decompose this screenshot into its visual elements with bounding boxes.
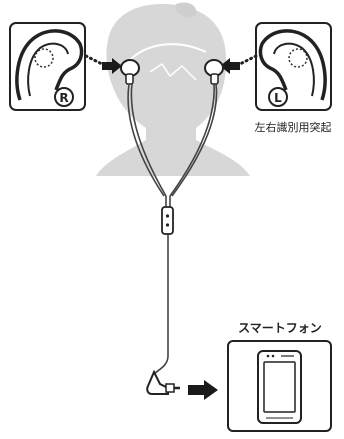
left-marker-circle — [268, 87, 288, 107]
left-right-bump-caption: 左右識別用突起 — [255, 120, 332, 134]
right-guide-dots — [84, 54, 104, 66]
smartphone-label: スマートフォン — [238, 321, 322, 335]
left-insert-arrow — [220, 58, 240, 74]
connect-arrow — [188, 380, 218, 400]
earphone-cable — [127, 83, 218, 375]
inline-remote — [161, 206, 174, 235]
right-marker: R — [59, 91, 68, 105]
right-earbud-icon — [34, 48, 54, 68]
right-ear-panel: R — [9, 22, 86, 111]
left-earbud — [204, 59, 224, 85]
smartphone-icon — [257, 350, 302, 424]
left-ear-panel: L — [255, 22, 332, 111]
smartphone-panel — [227, 340, 332, 432]
left-guide-dots — [238, 54, 258, 66]
right-marker-circle — [54, 87, 74, 107]
head-silhouette — [96, 2, 250, 176]
right-insert-arrow — [102, 58, 122, 74]
left-marker: L — [274, 91, 282, 105]
left-earbud-icon — [288, 48, 308, 68]
right-earbud — [120, 59, 140, 85]
audio-plug — [146, 369, 180, 395]
